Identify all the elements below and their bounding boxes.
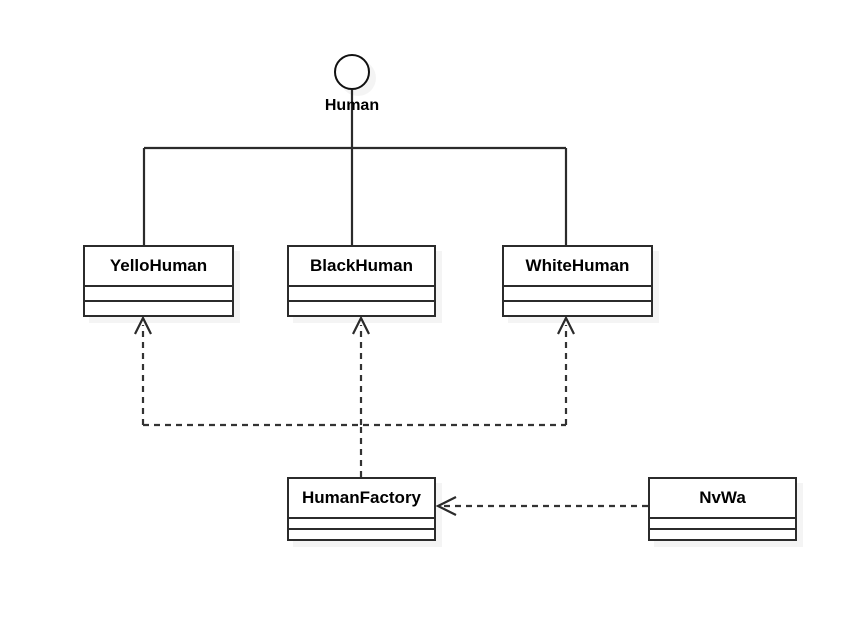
class-operations-whitehuman xyxy=(504,302,651,317)
dependency-bus-humanfactory xyxy=(141,325,568,477)
arrowhead-humanfactory xyxy=(435,496,457,516)
class-box-nvwa[interactable]: NvWa xyxy=(648,477,797,541)
class-attributes-humanfactory xyxy=(289,519,434,530)
interface-human-label: Human xyxy=(324,97,380,114)
class-operations-humanfactory xyxy=(289,530,434,541)
class-attributes-blackhuman xyxy=(289,287,434,302)
interface-human[interactable]: Human xyxy=(0,0,854,130)
dependency-arrowheads xyxy=(134,315,575,335)
class-attributes-whitehuman xyxy=(504,287,651,302)
class-operations-nvwa xyxy=(650,530,795,541)
dependency-nvwa-to-humanfactory xyxy=(435,496,648,516)
class-attributes-yellohuman xyxy=(85,287,232,302)
interface-circle-icon xyxy=(334,54,370,90)
arrowhead-blackhuman xyxy=(352,315,370,335)
class-attributes-nvwa xyxy=(650,519,795,530)
class-box-whitehuman[interactable]: WhiteHuman xyxy=(502,245,653,317)
inheritance-tree-human xyxy=(142,90,568,245)
arrowhead-yellohuman xyxy=(134,315,152,335)
class-box-yellohuman[interactable]: YelloHuman xyxy=(83,245,234,317)
class-operations-yellohuman xyxy=(85,302,232,317)
class-operations-blackhuman xyxy=(289,302,434,317)
class-name-whitehuman: WhiteHuman xyxy=(504,247,651,287)
class-name-nvwa: NvWa xyxy=(650,479,795,519)
class-name-blackhuman: BlackHuman xyxy=(289,247,434,287)
class-name-yellohuman: YelloHuman xyxy=(85,247,232,287)
class-box-humanfactory[interactable]: HumanFactory xyxy=(287,477,436,541)
class-box-blackhuman[interactable]: BlackHuman xyxy=(287,245,436,317)
class-name-humanfactory: HumanFactory xyxy=(289,479,434,519)
arrowhead-whitehuman xyxy=(557,315,575,335)
